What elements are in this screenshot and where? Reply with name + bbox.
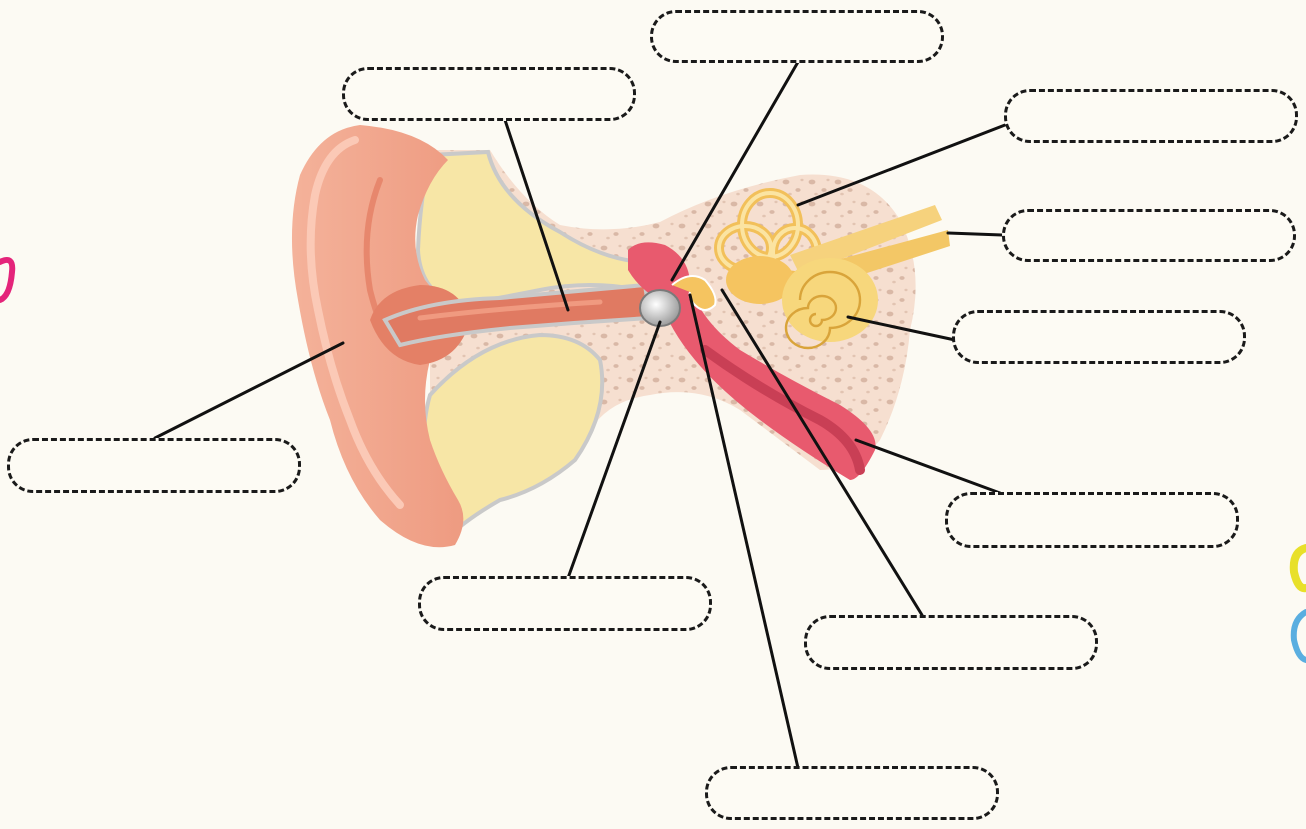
label-box-top-center[interactable]: [650, 10, 944, 63]
label-box-left[interactable]: [7, 438, 301, 493]
label-box-bottom-left[interactable]: [418, 576, 712, 631]
label-box-upper-left[interactable]: [342, 67, 636, 121]
yellow-swirl-decoration: [1294, 548, 1306, 588]
label-box-right-second[interactable]: [1002, 209, 1296, 262]
label-box-right-top[interactable]: [1004, 89, 1298, 143]
pink-swirl-decoration: [0, 260, 12, 300]
upper-tissue: [418, 152, 640, 305]
blue-swirl-decoration: [1294, 612, 1306, 660]
label-box-bottom-center[interactable]: [705, 766, 999, 820]
label-box-bottom-right[interactable]: [804, 615, 1098, 670]
label-box-right-third[interactable]: [952, 310, 1246, 364]
label-box-right-fourth[interactable]: [945, 492, 1239, 548]
